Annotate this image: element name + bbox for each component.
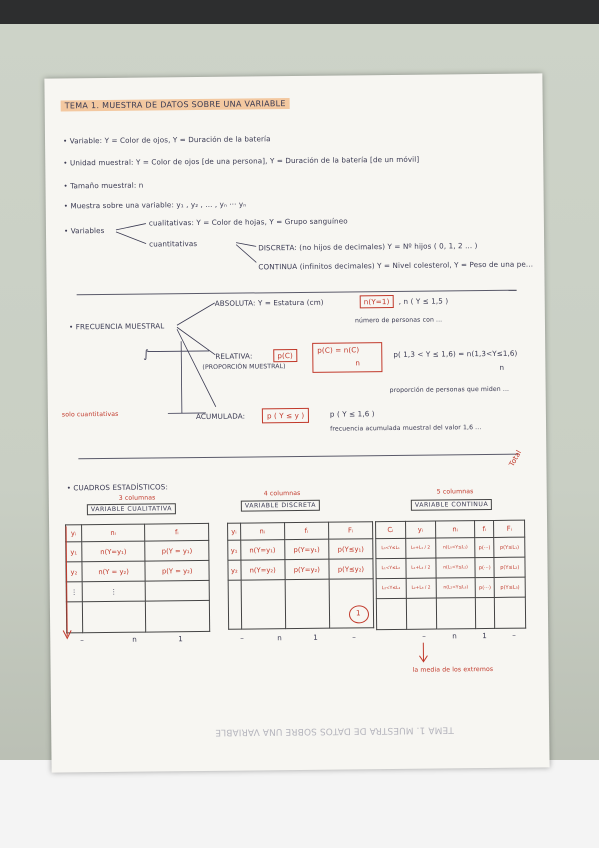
absoluta-extra: , n ( Y ≤ 1,5 ) (398, 296, 449, 306)
page-title: TEMA 1. MUESTRA DE DATOS SOBRE UNA VARIA… (60, 98, 290, 112)
absoluta-text: ABSOLUTA: Y = Estatura (cm) (214, 297, 324, 308)
divider-1 (76, 289, 517, 296)
media-extremos-note: la media de los extremos (412, 665, 494, 674)
notes-page: TEMA 1. MUESTRA DE DATOS SOBRE UNA VARIA… (44, 73, 550, 773)
photo-bottom-border (0, 760, 599, 848)
down-arrow (419, 642, 428, 663)
table-row: ⋮⋮ (66, 580, 210, 602)
t3-title: VARIABLE CONTINUA (410, 498, 493, 511)
acumulada-box: p ( Y ≤ y ) (261, 407, 310, 424)
cualitativas-text: cualitativas: Y = Color de hojas, Y = Gr… (148, 216, 348, 228)
frecuencia-tree-lines (176, 302, 217, 408)
table-row (66, 600, 210, 633)
t2-header-Fi: Fᵢ (328, 521, 373, 540)
t3-total-3: 1 (482, 631, 487, 641)
acumulada-formula: p ( Y ≤ 1,6 ) (329, 409, 375, 419)
definition-muestra: • Muestra sobre una variable: y₁ , y₂ , … (63, 199, 247, 211)
t3-header-ni: nᵢ (435, 520, 475, 539)
continua-text: CONTINUA (infinitos decimales) Y = Nivel… (258, 259, 534, 272)
left-arrow-down (62, 526, 72, 640)
absoluta-note: número de personas con ... (354, 316, 443, 325)
relativa-box-2-den: n (355, 358, 361, 368)
t1-header-fi: fᵢ (144, 523, 209, 542)
t3-header-Fi: Fᵢ (493, 520, 525, 538)
cuantitativas-text: cuantitativas (149, 239, 198, 249)
t2-total-1: n (277, 633, 282, 643)
t1-title: VARIABLE CUALITATIVA (86, 503, 177, 516)
t3-total-1: – (422, 631, 426, 641)
discreta-text: DISCRETA: (no hijos de decimales) Y = Nº… (258, 241, 478, 253)
definition-variable: • Variable: Y = Color de ojos, Y = Durac… (62, 134, 271, 146)
t2-header-fi: fᵢ (284, 522, 329, 540)
bleed-through-text: TEMA 1. MUESTRA DE DATOS SOBRE UNA VARIA… (215, 724, 454, 737)
t1-total-2: 1 (178, 634, 183, 644)
t2-total-3: – (352, 632, 356, 642)
relativa-box-2-num: p(C) = n(C) (317, 345, 360, 355)
cuadros-label: • CUADROS ESTADÍSTICOS: (66, 482, 169, 493)
definition-unidad: • Unidad muestral: Y = Color de ojos [de… (63, 154, 420, 168)
t1-cols-note: 3 columnas (118, 494, 156, 502)
frecuencia-label: • FRECUENCIA MUESTRAL (68, 321, 165, 332)
t3-cols-note: 5 columnas (436, 488, 474, 496)
photo-top-border (0, 0, 599, 24)
table-row (376, 597, 526, 630)
relativa-formula-den: n (499, 362, 505, 372)
t3-header-fi: fᵢ (474, 520, 495, 538)
acumulada-arrows (147, 341, 210, 414)
acumulada-note: frecuencia acumulada muestral del valor … (330, 424, 482, 433)
definition-tamano: • Tamaño muestral: n (63, 180, 144, 191)
solo-cuantitativas-note: solo cuantitativas (61, 410, 119, 419)
relativa-formula: p( 1,3 < Y ≤ 1,6) = n(1,3<Y≤1,6) (393, 348, 518, 359)
circled-one-text: 1 (355, 608, 361, 618)
t2-header-yi: yᵢ (227, 523, 241, 541)
t2-total-0: – (240, 633, 244, 643)
t2-total-2: 1 (313, 632, 318, 642)
variables-label: • Variables (63, 226, 105, 236)
absoluta-box: n(Y=1) (359, 294, 394, 309)
t2-title: VARIABLE DISCRETA (240, 499, 320, 512)
table-row (228, 578, 374, 630)
relativa-note: proporción de personas que miden ... (389, 385, 510, 395)
variables-tree-lines (115, 223, 257, 263)
t3-total-2: n (452, 631, 457, 641)
t3-total-4: – (512, 630, 516, 640)
t3-header-yi: yᵢ (405, 521, 436, 539)
t1-total-0: – (80, 635, 85, 645)
t1-total-1: n (132, 634, 137, 644)
t2-header-ni: nᵢ (240, 522, 285, 541)
t3-header-ci: Cᵢ (375, 521, 406, 539)
t1-header-ni: nᵢ (81, 524, 146, 542)
t2-cols-note: 4 columnas (263, 489, 301, 498)
divider-2 (78, 453, 519, 460)
total-side-note: Total (506, 448, 524, 468)
relativa-text: RELATIVA: (215, 351, 253, 361)
relativa-box-1: p(C) (273, 348, 297, 363)
